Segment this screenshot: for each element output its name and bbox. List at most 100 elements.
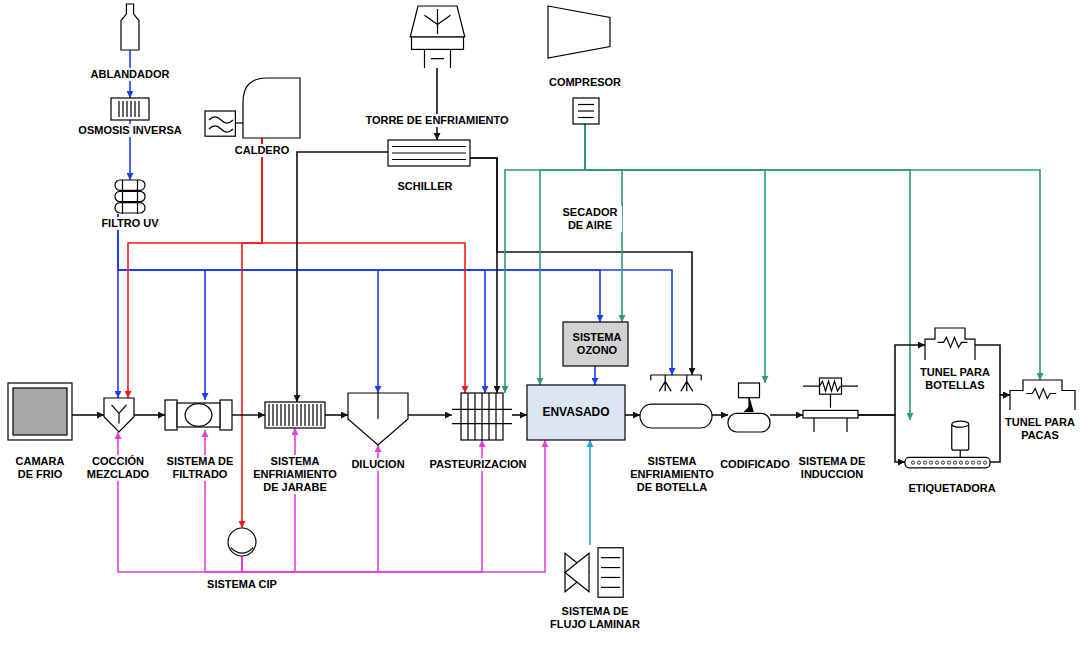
flow-line [470,158,497,393]
tunnel-icon-part [938,337,968,347]
uv-icon [115,180,145,214]
labeler-icon-part [935,461,938,464]
equipment-node: TUNEL PARA BOTELLAS [925,328,975,360]
induct-icon-part [820,381,841,391]
past-icon-part [452,409,512,423]
past-icon-part [488,393,489,440]
labeler-icon-part [959,461,962,464]
ro-icon-part [122,101,123,117]
tunnel-icon [925,328,975,360]
hxv-icon-part [308,404,309,426]
tower-icon-part [425,9,451,34]
equipment-label: ETIQUETADORA [907,482,996,495]
equipment-label: COCCIÓN MEZCLADO [82,455,154,481]
lam-icon-part [565,553,589,592]
boiler-icon-part [205,111,235,136]
flow-line [470,158,692,375]
equipment-node: ABLANDADOR [121,4,139,50]
equipment-node: SISTEMA ENFRIAMIENTO DE JARABE [265,402,325,428]
comp-icon [548,6,610,58]
spray-icon-part [659,381,671,391]
tank-icon-part [377,393,378,419]
ro-icon [111,98,149,120]
equipment-node: SCHILLER [388,140,470,166]
ro-icon-part [130,101,131,117]
dryer-icon-part [578,110,594,111]
filt-icon-part [165,400,177,430]
equipment-node: SISTEMA DE FILTRADO [165,400,232,430]
flow-line [712,414,728,416]
equipment-label: SISTEMA DE FLUJO LAMINAR [544,605,646,631]
lam-icon [565,545,625,600]
flow-line [118,214,485,393]
labeler-icon-part [952,421,969,427]
hxv-icon-part [300,404,301,426]
boiler-icon-part [209,117,233,132]
equipment-label: PASTEURIZACION [429,458,528,471]
mix-icon-part [112,405,127,424]
tunnel-icon [1010,380,1075,410]
flow-line [594,366,596,385]
flow-line [436,68,438,140]
labeler-icon-part [983,461,986,464]
flow-line [72,414,104,416]
hxv-icon-part [296,404,297,426]
flow-line [408,414,452,416]
hxh-icon-part [392,159,466,160]
flow-line [585,124,1040,380]
lam-icon-part [601,587,620,588]
labeler-icon-part [923,461,926,464]
process-box: ENVASADO [527,385,625,440]
equipment-label: SISTEMA DE INDUCCION [790,455,874,481]
hxv-icon-part [268,404,269,426]
labeler-icon-part [953,461,956,464]
tank-icon [348,393,408,445]
hxv-icon-part [320,404,321,426]
coder-icon-part [728,413,770,432]
hxv-icon-part [304,404,305,426]
equipment-node: TUNEL PARA PACAS [1010,380,1075,410]
boiler-icon [205,78,300,138]
labeler-icon-part [905,457,990,467]
labeler-icon-part [977,461,980,464]
lam-icon-part [601,567,620,568]
ozone-icon-part [563,322,628,366]
tower-icon-part [412,37,464,49]
hxv-icon-part [280,404,281,426]
coder-icon [728,383,770,432]
dryer-icon-part [578,104,594,105]
tank-icon-part [348,393,408,445]
boiler-icon-part [243,78,300,138]
dryer-icon-part [573,98,599,124]
filt-icon [165,400,232,430]
flow-line [232,414,265,416]
filt-icon-part [220,400,232,430]
ro-icon-part [118,101,119,117]
hxv-icon-part [272,404,273,426]
spray-icon-part [651,375,701,380]
equipment-label: OSMOSIS INVERSA [77,124,182,137]
box-label: ENVASADO [542,406,609,419]
flow-line [770,414,803,416]
labeler-icon-part [947,461,950,464]
ro-icon-part [126,101,127,117]
hxh-icon-part [392,152,466,153]
equipment-label: SISTEMA ENFRIAMIENTO DE BOTELLA [626,455,718,494]
equipment-node: SISTEMA CIP [228,528,256,556]
flow-line [512,414,527,416]
coder-icon-part [745,398,753,412]
induct-icon-part [814,418,847,432]
equipment-node: DILUCION [348,393,408,445]
induct-icon [803,378,858,432]
bottle-icon-part [121,4,139,50]
equipment-label: SISTEMA CIP [206,578,278,591]
past-icon-part [461,393,503,440]
labeler-icon-part [965,461,968,464]
flow-line [118,214,672,375]
equipment-label: CODIFICADO [719,458,791,471]
cold-icon [8,383,72,440]
ro-icon-part [134,101,135,117]
equipment-label: SECADOR DE AIRE [558,206,622,232]
filt-icon-part [177,403,220,427]
